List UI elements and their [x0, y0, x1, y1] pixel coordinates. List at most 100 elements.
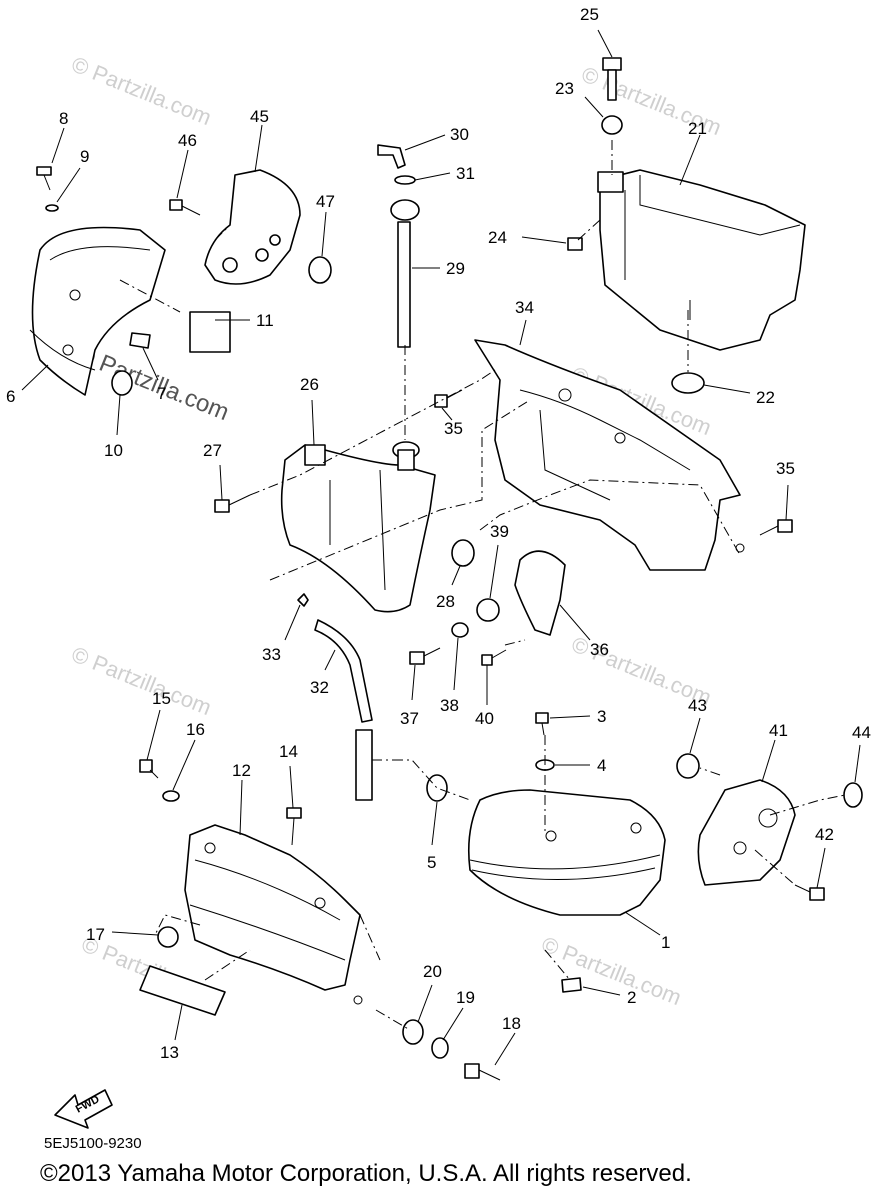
part-18-bolt	[464, 1063, 501, 1081]
callout-30: 30	[450, 125, 469, 144]
part-42-bolt	[794, 884, 825, 901]
part-14-screw	[286, 807, 302, 846]
part-21-battery-box	[597, 169, 806, 351]
callout-18: 18	[502, 1014, 521, 1033]
callout-38: 38	[440, 696, 459, 715]
callout-42: 42	[815, 825, 834, 844]
part-12-lower-cover	[184, 824, 363, 1005]
part-17-nut	[157, 926, 179, 948]
callout-33: 33	[262, 645, 281, 664]
callout-44: 44	[852, 723, 871, 742]
callout-35a: 35	[444, 419, 463, 438]
part-2-label	[561, 977, 582, 993]
part-5-grommet	[426, 774, 448, 802]
callout-10: 10	[104, 441, 123, 460]
callout-9: 9	[80, 147, 89, 166]
callout-34: 34	[515, 298, 534, 317]
part-26-reservoir-tank	[280, 441, 436, 613]
fwd-arrow-icon: FWD	[54, 1089, 113, 1129]
part-29-30-31-pipe	[377, 144, 420, 348]
callout-12: 12	[232, 761, 251, 780]
part-6-side-cover	[29, 226, 166, 396]
part-15-bolt	[139, 759, 159, 779]
callout-31: 31	[456, 164, 475, 183]
part-8-bolt	[36, 166, 59, 212]
callout-40: 40	[475, 709, 494, 728]
part-3-screw	[535, 712, 549, 736]
callout-28: 28	[436, 592, 455, 611]
part-43-grommet	[676, 753, 700, 779]
part-11-label	[189, 311, 231, 353]
callout-27: 27	[203, 441, 222, 460]
callout-8: 8	[59, 109, 68, 128]
part-10-grommet	[111, 370, 133, 396]
part-41-bracket	[697, 779, 796, 886]
part-47-grommet	[308, 256, 332, 284]
part-33-clip	[297, 593, 309, 607]
callout-7: 7	[157, 384, 166, 403]
callout-20: 20	[423, 962, 442, 981]
callout-11: 11	[256, 311, 274, 330]
callout-15: 15	[152, 689, 171, 708]
callout-17: 17	[86, 925, 105, 944]
callout-4: 4	[597, 756, 606, 775]
part-36-clamp	[514, 550, 566, 636]
part-22-grommet	[671, 372, 705, 394]
callout-21: 21	[688, 119, 707, 138]
callout-23: 23	[555, 79, 574, 98]
callout-19: 19	[456, 988, 475, 1007]
callout-41: 41	[769, 721, 788, 740]
callout-39: 39	[490, 522, 509, 541]
callout-45: 45	[250, 107, 269, 126]
part-23-damper	[601, 115, 623, 135]
copyright-notice: ©2013 Yamaha Motor Corporation, U.S.A. A…	[40, 1160, 692, 1187]
part-16-washer	[162, 790, 180, 802]
callout-29: 29	[446, 259, 465, 278]
part-34-frame	[474, 339, 745, 571]
part-20-grommet	[402, 1019, 424, 1045]
callout-5: 5	[427, 853, 436, 872]
callout-16: 16	[186, 720, 205, 739]
connection-lines	[119, 140, 846, 1031]
part-45-bracket	[204, 169, 301, 285]
part-39-collar	[476, 598, 500, 622]
part-1-side-cover	[467, 789, 666, 916]
callout-32: 32	[310, 678, 329, 697]
part-13-label	[139, 965, 226, 1016]
callout-43: 43	[688, 696, 707, 715]
part-37-bolt	[409, 647, 441, 665]
callout-1: 1	[661, 933, 670, 952]
callout-26: 26	[300, 375, 319, 394]
part-24-collar	[567, 237, 583, 251]
watermark-prominent: © Partzilla.com	[73, 341, 233, 427]
callout-14: 14	[279, 742, 298, 761]
callout-25: 25	[580, 5, 599, 24]
part-38-washer	[451, 622, 469, 638]
watermark: © Partzilla.com	[68, 51, 215, 130]
part-7-damper	[129, 332, 151, 349]
callout-layer: 1 2 3 4 5 6 7 8 9 10 11 12 13 14 15 16 1…	[6, 5, 871, 1066]
callout-47: 47	[316, 192, 335, 211]
part-19-collar	[431, 1037, 449, 1059]
part-27-bolt	[214, 494, 251, 513]
callout-24: 24	[488, 228, 507, 247]
part-46-bolt	[169, 199, 201, 216]
callout-13: 13	[160, 1043, 179, 1062]
callout-2: 2	[627, 988, 636, 1007]
callout-46: 46	[178, 131, 197, 150]
part-44-collar	[843, 782, 863, 808]
callout-35b: 35	[776, 459, 795, 478]
part-32-hose	[314, 619, 373, 723]
part-35-bolt	[434, 389, 793, 536]
callout-37: 37	[400, 709, 419, 728]
callout-22: 22	[756, 388, 775, 407]
callout-3: 3	[597, 707, 606, 726]
callout-36: 36	[590, 640, 609, 659]
watermark: © Partzilla.com	[68, 641, 215, 720]
part-25-bolt	[602, 57, 622, 101]
part-40-screw	[481, 649, 507, 666]
part-28-grommet	[451, 539, 475, 567]
part-32-hose-lower	[355, 729, 373, 801]
diagram-code: 5EJ5100-9230	[44, 1135, 142, 1152]
